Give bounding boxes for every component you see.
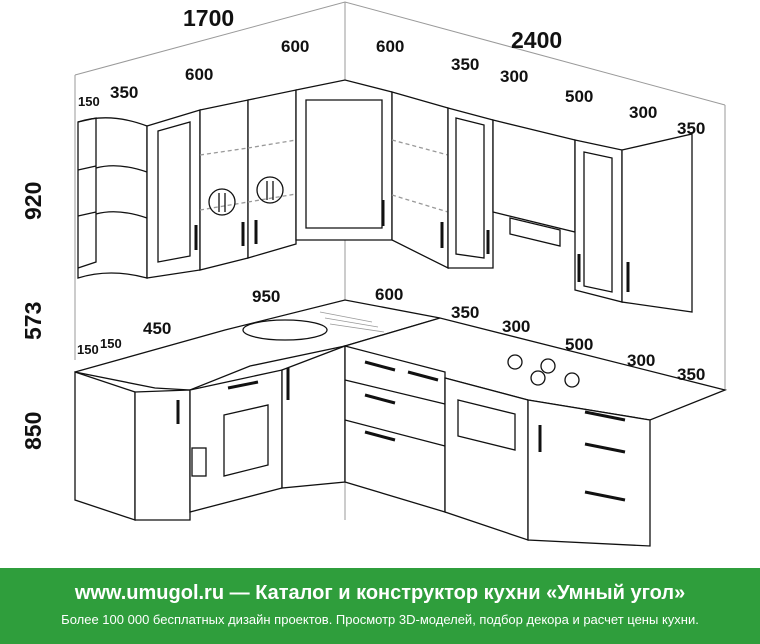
dim-base-left-2: 150 — [100, 336, 122, 351]
dim-base-right-3: 300 — [502, 317, 530, 336]
upper-cabinet-glass-1 — [146, 109, 201, 279]
upper-cabinet-9 — [621, 133, 693, 313]
upper-cabinet-2 — [199, 99, 249, 271]
dim-base-left-3: 450 — [143, 319, 171, 338]
hood-icon — [509, 217, 561, 247]
upper-corner-cabinet — [295, 79, 393, 241]
dim-base-right-5: 300 — [627, 351, 655, 370]
dim-base-left-4: 950 — [252, 287, 280, 306]
dim-base-right-2: 350 — [451, 303, 479, 322]
burner-icon — [564, 372, 580, 388]
dim-base-left-1: 150 — [77, 342, 99, 357]
title-dash: — — [224, 582, 256, 604]
base-cabinet-right — [344, 345, 651, 547]
upper-cabinet-5 — [391, 91, 449, 270]
dim-upper-height: 920 — [20, 182, 46, 220]
dim-upper-left-1: 150 — [78, 94, 100, 109]
catalog-title: Каталог и конструктор кухни «Умный угол» — [255, 582, 686, 604]
dim-upper-right-5: 300 — [629, 103, 657, 122]
burner-icon — [530, 370, 546, 386]
dim-upper-right-1: 600 — [376, 37, 404, 56]
dim-upper-right-4: 500 — [565, 87, 593, 106]
upper-hood-cabinet — [492, 119, 576, 247]
upper-open-shelf — [77, 117, 148, 279]
footer-subtitle: Более 100 000 бесплатных дизайн проектов… — [61, 612, 699, 627]
burner-icon — [507, 354, 523, 370]
dim-base-height: 850 — [20, 412, 46, 450]
kitchen-drawing: 1700 2400 150 350 600 600 600 350 300 50… — [20, 1, 728, 547]
dim-base-right-1: 600 — [375, 285, 403, 304]
dim-base-right-4: 500 — [565, 335, 593, 354]
dim-upper-left-2: 350 — [110, 83, 138, 102]
dim-upper-right-3: 300 — [500, 67, 528, 86]
cutlery-icon — [256, 176, 284, 204]
footer-banner: www.umugol.ru — Каталог и конструктор ку… — [0, 568, 760, 644]
dishwasher-icon — [223, 404, 269, 477]
upper-cabinet-glass-8 — [574, 139, 623, 303]
cutlery-icon — [208, 188, 236, 216]
bottle-icon — [191, 447, 207, 477]
dim-base-right-6: 350 — [677, 365, 705, 384]
base-cabinet-left — [74, 345, 346, 521]
dim-wall-right: 2400 — [511, 27, 562, 53]
dim-gap-height: 573 — [20, 302, 46, 340]
upper-cabinet-glass-6 — [447, 107, 494, 269]
dim-upper-left-4: 600 — [281, 37, 309, 56]
upper-cabinet-3 — [247, 89, 297, 259]
dim-upper-left-3: 600 — [185, 65, 213, 84]
burner-icon — [540, 358, 556, 374]
sink-icon — [242, 319, 328, 341]
footer-title-line: www.umugol.ru — Каталог и конструктор ку… — [0, 582, 760, 605]
dim-wall-left: 1700 — [183, 5, 234, 31]
dim-upper-right-2: 350 — [451, 55, 479, 74]
dim-upper-right-6: 350 — [677, 119, 705, 138]
site-link[interactable]: www.umugol.ru — [74, 582, 225, 604]
